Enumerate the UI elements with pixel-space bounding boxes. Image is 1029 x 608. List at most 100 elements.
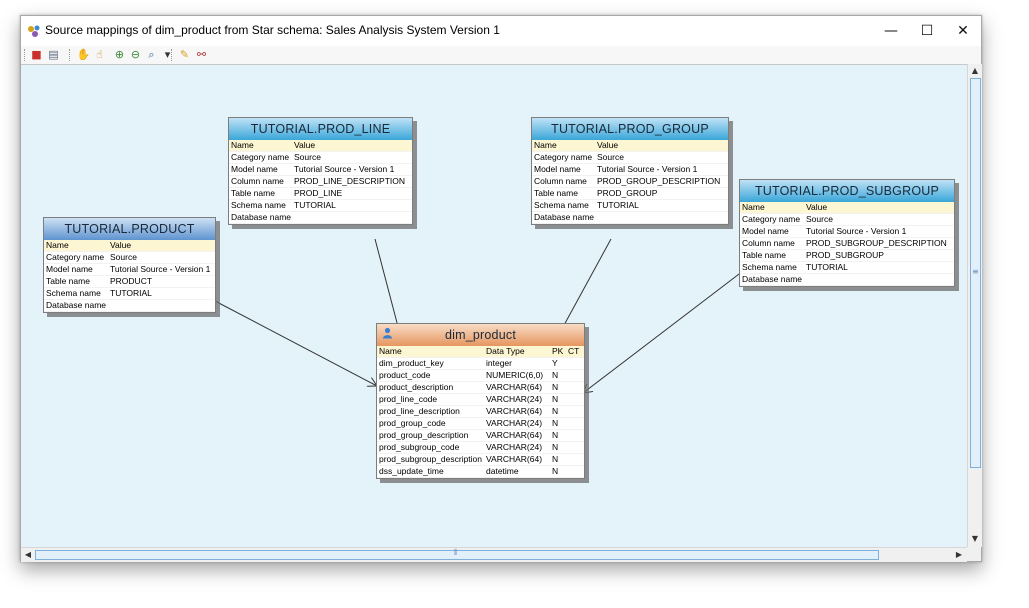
column-name: prod_group_description	[379, 430, 469, 440]
column-name: prod_line_code	[379, 394, 438, 404]
maximize-button[interactable]: ☐	[920, 23, 934, 39]
column-pk: N	[552, 418, 559, 428]
property-name: Column name	[534, 176, 587, 186]
property-name: Category name	[742, 214, 801, 224]
pdf-export-icon[interactable]: ■	[31, 48, 42, 61]
scroll-down-arrow-icon[interactable]: ▼	[971, 534, 979, 543]
link-product-to-dim-product	[214, 300, 377, 386]
entity-header-row: Name Value	[44, 240, 215, 252]
property-name: Category name	[231, 152, 290, 162]
vertical-scroll-thumb[interactable]: ≡	[970, 78, 981, 468]
column-data-type: VARCHAR(64)	[486, 430, 543, 440]
property-value: Source	[806, 214, 833, 224]
toolbar: ■ ▤ ✋ ☝ ⊕ ⊖ ⌕ ▾ ✎ ⚯	[21, 46, 981, 64]
entity-product[interactable]: TUTORIAL.PRODUCT Name Value Category nam…	[43, 217, 216, 313]
close-button[interactable]: ✕	[957, 23, 969, 39]
column-name: product_description	[379, 382, 454, 392]
property-value: PRODUCT	[110, 276, 153, 286]
property-row: Table name PROD_GROUP	[532, 188, 728, 200]
entity-prod-subgroup[interactable]: TUTORIAL.PROD_SUBGROUP Name Value Catego…	[739, 179, 955, 287]
property-value: TUTORIAL	[294, 200, 336, 210]
property-name: Table name	[46, 276, 90, 286]
entity-header-row: Name Value	[740, 202, 954, 214]
print-icon[interactable]: ▤	[48, 48, 59, 61]
property-value: PROD_LINE	[294, 188, 343, 198]
property-row: Category name Source	[44, 252, 215, 264]
vertical-scrollbar[interactable]: ▲ ≡ ▼	[967, 64, 982, 547]
property-value: PROD_SUBGROUP_DESCRIPTION	[806, 238, 947, 248]
scroll-right-arrow-icon[interactable]: ▶	[955, 550, 963, 559]
column-pk: N	[552, 370, 559, 380]
grip-icon: ≡	[972, 267, 979, 276]
column-name: product_code	[379, 370, 431, 380]
property-value: PROD_GROUP	[597, 188, 658, 198]
entity-dim-product[interactable]: dim_product Name Data Type PK CT dim_pro…	[376, 323, 585, 479]
column-pk: N	[552, 430, 559, 440]
column-header-value: Value	[294, 140, 316, 150]
property-name: Table name	[534, 188, 578, 198]
column-name: dss_update_time	[379, 466, 444, 476]
property-name: Model name	[46, 264, 93, 274]
dropdown-arrow-icon[interactable]: ▾	[164, 48, 171, 61]
column-pk: N	[552, 466, 559, 476]
column-data-type: VARCHAR(24)	[486, 418, 543, 428]
property-value: TUTORIAL	[806, 262, 848, 272]
scroll-left-arrow-icon[interactable]: ◀	[24, 550, 32, 559]
zoom-out-icon[interactable]: ⊖	[130, 48, 141, 61]
property-name: Category name	[46, 252, 105, 262]
minimize-button[interactable]: —	[884, 23, 898, 39]
entity-header-row: Name Value	[532, 140, 728, 152]
column-data-type: VARCHAR(24)	[486, 394, 543, 404]
title-bar: Source mappings of dim_product from Star…	[21, 16, 981, 46]
scrollbar-corner	[967, 547, 981, 561]
column-pk: N	[552, 442, 559, 452]
column-data-type: VARCHAR(64)	[486, 382, 543, 392]
diagram-canvas[interactable]: TUTORIAL.PROD_LINE Name Value Category n…	[21, 64, 967, 548]
entity-header-row: Name Value	[229, 140, 412, 152]
scroll-up-arrow-icon[interactable]: ▲	[971, 66, 979, 75]
column-data-type: VARCHAR(24)	[486, 442, 543, 452]
property-name: Model name	[534, 164, 581, 174]
source-mappings-window: Source mappings of dim_product from Star…	[20, 15, 982, 562]
property-value: Tutorial Source - Version 1	[294, 164, 395, 174]
property-value: Tutorial Source - Version 1	[806, 226, 907, 236]
pencil-icon[interactable]: ✎	[179, 48, 190, 61]
property-value: PROD_GROUP_DESCRIPTION	[597, 176, 721, 186]
entity-prod-group[interactable]: TUTORIAL.PROD_GROUP Name Value Category …	[531, 117, 729, 225]
column-header-ct: CT	[568, 346, 580, 356]
column-pk: N	[552, 454, 559, 464]
mapping-links	[214, 238, 744, 548]
column-header-name: Name	[231, 140, 254, 150]
property-name: Schema name	[742, 262, 797, 272]
column-header-name: Name	[46, 240, 69, 250]
dimension-icon	[383, 327, 392, 339]
hand-pan-icon[interactable]: ✋	[76, 48, 91, 61]
horizontal-scrollbar[interactable]: ◀ ⦀ ▶	[21, 547, 967, 562]
property-value: Source	[294, 152, 321, 162]
toolbar-separator	[171, 49, 173, 61]
column-data-type: integer	[486, 358, 512, 368]
column-row: prod_group_description VARCHAR(64) N	[377, 430, 584, 442]
property-value: Source	[110, 252, 137, 262]
link-icon[interactable]: ⚯	[196, 48, 207, 61]
horizontal-scroll-thumb[interactable]: ⦀	[35, 548, 879, 560]
zoom-in-icon[interactable]: ⊕	[114, 48, 125, 61]
column-header-value: Value	[806, 202, 828, 212]
property-row: Table name PRODUCT	[44, 276, 215, 288]
property-row: Category name Source	[229, 152, 412, 164]
entity-header-row: Name Data Type PK CT	[377, 346, 584, 358]
property-name: Database name	[46, 300, 107, 310]
hand-select-icon[interactable]: ☝	[96, 48, 103, 61]
property-row: Database name	[740, 274, 954, 286]
property-name: Schema name	[46, 288, 101, 298]
property-name: Schema name	[534, 200, 589, 210]
entity-prod-line[interactable]: TUTORIAL.PROD_LINE Name Value Category n…	[228, 117, 413, 225]
zoom-icon[interactable]: ⌕	[148, 48, 155, 61]
